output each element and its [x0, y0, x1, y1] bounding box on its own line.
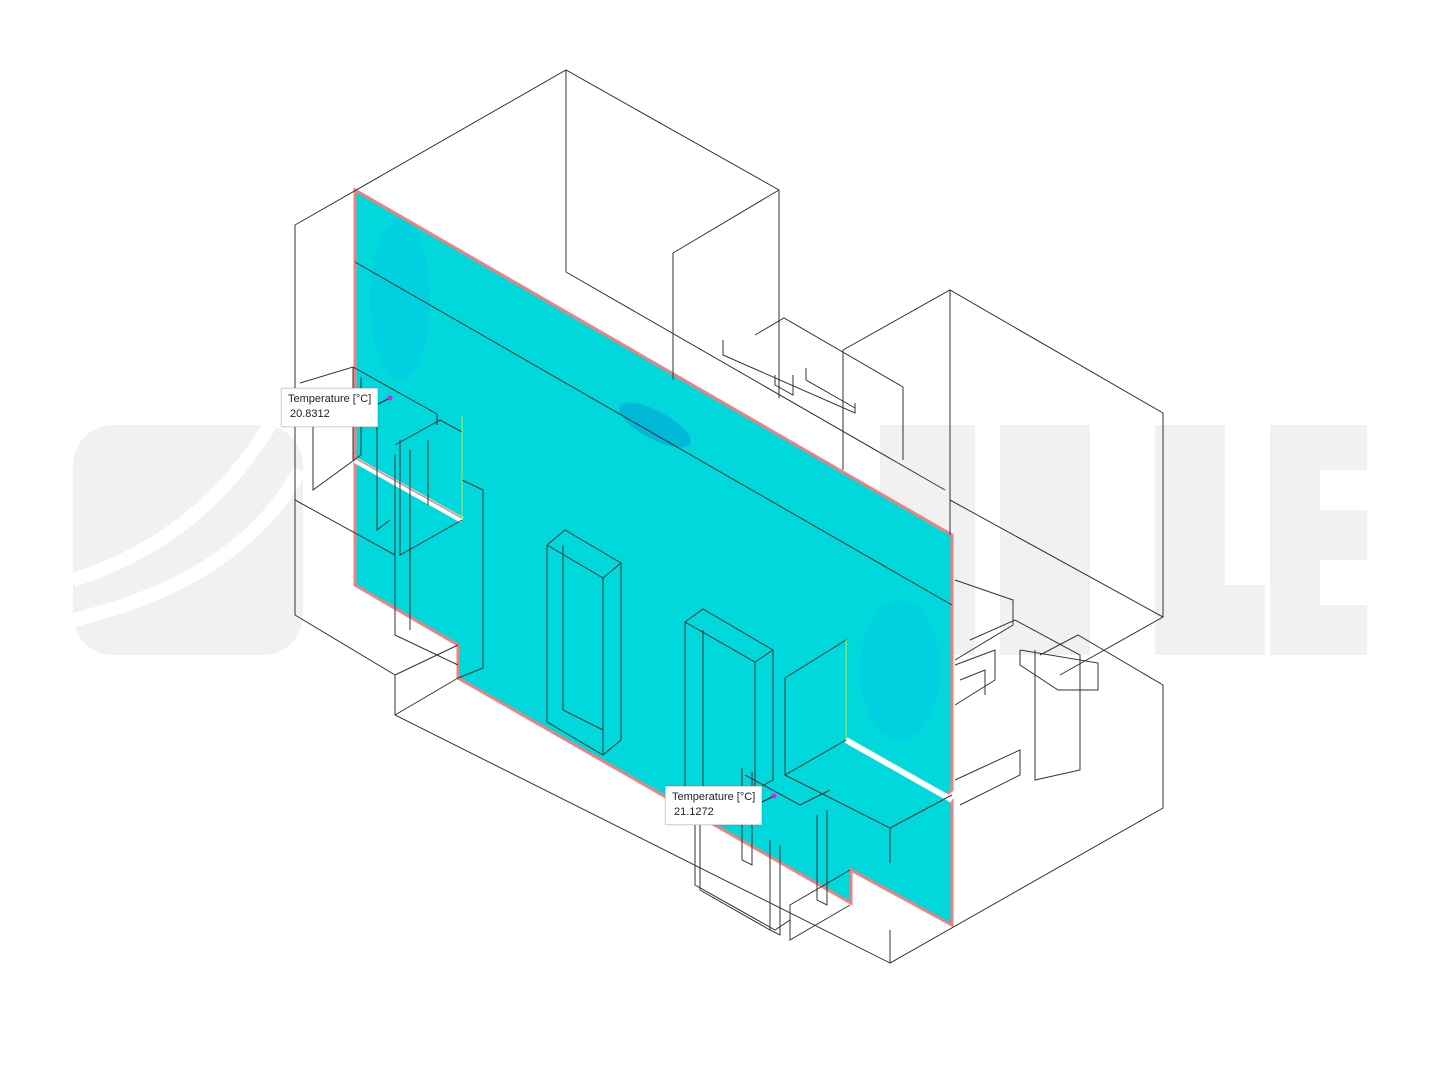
probe-label-title: Temperature [°C]	[672, 791, 756, 803]
cool-region	[860, 600, 940, 740]
cool-region	[619, 402, 691, 448]
cool-region	[370, 220, 430, 380]
probe-marker[interactable]	[761, 793, 777, 803]
simscale-watermark-logo	[70, 421, 1367, 655]
temperature-cut-plane[interactable]	[353, 187, 954, 928]
probe-label[interactable]: Temperature [°C] 20.8312	[281, 388, 379, 427]
geometry-wireframe	[294, 69, 1164, 964]
probe-marker[interactable]	[377, 395, 393, 405]
probe-label[interactable]: Temperature [°C] 21.1272	[665, 786, 763, 825]
probe-label-title: Temperature [°C]	[288, 393, 372, 405]
probe-label-value: 21.1272	[674, 806, 714, 818]
probe-label-value: 20.8312	[290, 408, 330, 420]
